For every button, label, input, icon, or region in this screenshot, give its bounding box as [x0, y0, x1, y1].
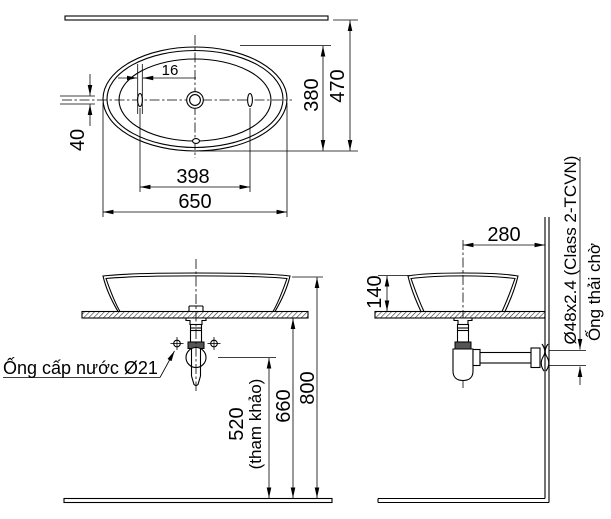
outlet-pipe	[479, 351, 532, 364]
drain-pipe-spec-label: Ø48x2.4 (Class 2-TCVN)	[561, 156, 580, 345]
supply-point-left-icon	[170, 337, 184, 350]
dim-140-label: 140	[364, 275, 386, 308]
supply-leader-arrow	[159, 350, 175, 378]
drain-pipe-callout: Ø48x2.4 (Class 2-TCVN) Ống thải chờ	[549, 156, 604, 385]
dim-380: 380	[200, 45, 358, 152]
floor-line-front	[63, 497, 333, 504]
dim-380-label: 380	[301, 78, 323, 111]
countertop-side	[374, 310, 546, 319]
dim-16-label: 16	[162, 62, 179, 79]
countertop-front	[81, 310, 309, 319]
dim-280-label: 280	[487, 224, 520, 246]
dim-40: 40	[60, 74, 95, 151]
side-view: 280 140 Ø48x2.4 (Class 2-TCVN) Ống thải …	[364, 156, 604, 504]
dim-470: 470	[327, 19, 358, 151]
basin-front-inner-line	[105, 275, 288, 312]
dim-650-label: 650	[178, 191, 211, 213]
dim-470-label: 470	[327, 69, 349, 102]
dim-650: 650	[102, 103, 288, 217]
supply-pipe-label: Ống cấp nước Ø21	[3, 357, 158, 378]
dim-16: 16	[118, 62, 196, 114]
dim-398: 398	[139, 108, 251, 192]
drain-hole-inner	[189, 94, 201, 106]
dim-398-label: 398	[176, 166, 209, 188]
wall-line-top	[64, 15, 329, 21]
faucet-slot-left	[137, 92, 143, 108]
dim-520-note-label: (tham khảo)	[246, 379, 265, 470]
top-view: 40 16 398 650 380	[60, 15, 358, 217]
drain-trap-side	[452, 317, 550, 382]
dim-660: 660	[273, 318, 296, 498]
pipe-break-symbol	[540, 343, 546, 372]
overflow-hole	[191, 138, 201, 144]
dim-140: 140	[364, 275, 410, 311]
drain-outlet-label: Ống thải chờ	[584, 243, 604, 341]
dim-40-label: 40	[67, 129, 89, 151]
dim-280: 280	[463, 224, 545, 248]
drain-fitting-in-bowl	[188, 305, 204, 312]
floor-line-side	[377, 497, 549, 504]
front-view: Ống cấp nước Ø21 520 (tham khảo) 660 800	[3, 259, 333, 504]
dim-520-label: 520	[226, 407, 248, 440]
dim-520: 520 (tham khảo)	[226, 358, 272, 498]
dim-800-label: 800	[297, 371, 319, 404]
dim-800: 800	[292, 276, 323, 498]
basin-front	[102, 272, 291, 313]
basin-side	[407, 272, 519, 313]
faucet-slot-right	[247, 92, 253, 108]
supply-point-right-icon	[207, 337, 221, 350]
dim-660-label: 660	[273, 389, 295, 422]
